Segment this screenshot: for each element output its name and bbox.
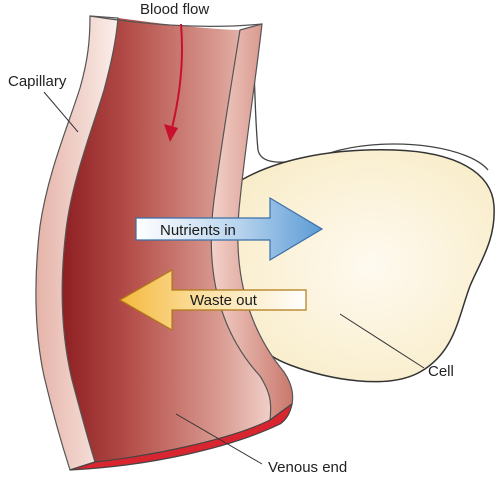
nutrients-in-label: Nutrients in	[160, 222, 236, 239]
venous-end-opening	[69, 402, 293, 471]
cell-label: Cell	[428, 363, 454, 380]
blood-flow-arrow	[171, 23, 183, 129]
blood-flow-arrowhead	[164, 124, 178, 142]
blood-flow-label: Blood flow	[140, 1, 209, 18]
venous-end-leader-line	[175, 413, 263, 465]
nutrients-in-arrow	[135, 196, 324, 262]
capillary-top-opening	[89, 15, 263, 28]
cell-leader-line	[339, 313, 425, 369]
waste-out-arrow	[118, 268, 307, 332]
adjacent-cell-outline	[249, 27, 489, 171]
venous-end-label: Venous end	[268, 459, 347, 476]
capillary-leader-line	[43, 91, 79, 133]
capillary-label: Capillary	[8, 73, 67, 90]
waste-out-label: Waste out	[190, 292, 258, 309]
